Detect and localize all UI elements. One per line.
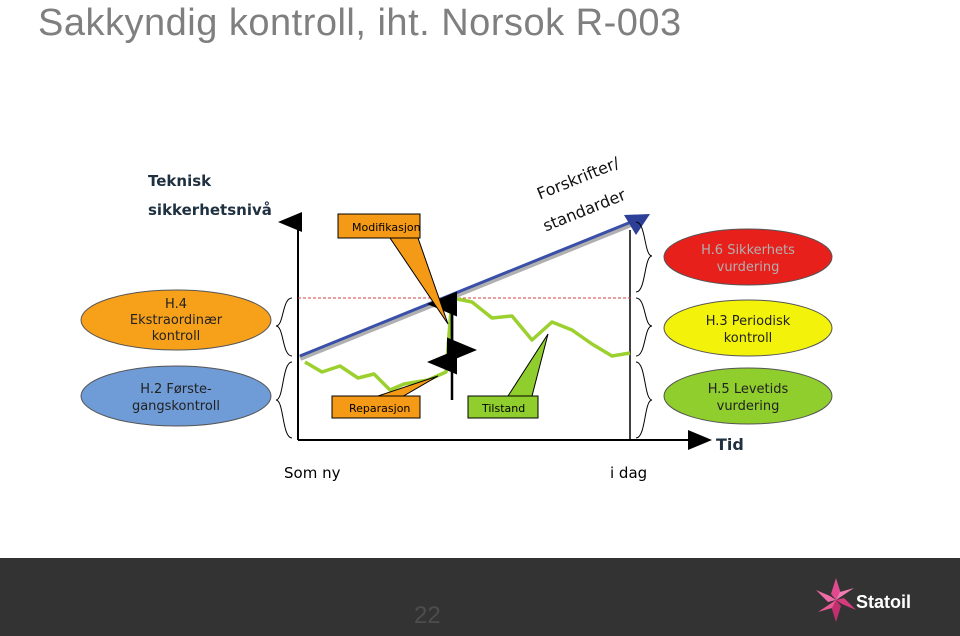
- diagram: Teknisk sikkerhetsnivå Forskrifter/ stan…: [80, 153, 833, 482]
- h4-ellipse: [80, 289, 272, 351]
- x-now-label: i dag: [610, 464, 647, 482]
- modification-callout-label: Modifikasjon: [352, 221, 421, 234]
- regulations-line: [299, 218, 637, 358]
- h2-ellipse: [80, 365, 272, 427]
- h5-ellipse: [663, 367, 833, 425]
- bracket-left-top: [275, 297, 293, 357]
- footer-bar: 22 Statoil: [0, 558, 960, 636]
- repair-callout: [331, 395, 421, 419]
- regulations-arrowhead: [624, 214, 650, 235]
- h6-label-1: H.6 Sikkerhets: [701, 243, 795, 258]
- statoil-logo-text: Statoil: [856, 592, 912, 612]
- repair-callout-pointer: [371, 375, 439, 399]
- statoil-logo: Statoil: [816, 574, 926, 624]
- statoil-star-icon: [816, 578, 856, 622]
- h6-label-2: vurdering: [717, 260, 780, 275]
- condition-callout: [467, 395, 539, 419]
- x-start-label: Som ny: [284, 464, 341, 482]
- h4-label-2: Ekstraordinær: [130, 313, 223, 328]
- x-axis-label: Tid: [716, 435, 744, 454]
- h2-label-2: gangskontroll: [132, 399, 220, 414]
- h3-label-1: H.3 Periodisk: [706, 314, 791, 329]
- bracket-right-bottom: [635, 361, 653, 439]
- h3-ellipse: [663, 299, 833, 357]
- condition-callout-pointer: [507, 333, 549, 397]
- bracket-left-bottom: [275, 361, 293, 439]
- h6-ellipse: [663, 228, 833, 286]
- bracket-right-mid: [635, 297, 653, 357]
- bracket-right-top: [635, 221, 653, 293]
- h4-label-1: H.4: [165, 297, 187, 312]
- modification-callout: [337, 213, 421, 239]
- h4-label-3: kontroll: [152, 329, 201, 344]
- repair-callout-label: Reparasjon: [349, 402, 410, 415]
- regulations-line-shadow: [298, 219, 638, 361]
- h5-label-1: H.5 Levetids: [708, 382, 789, 397]
- h2-label-1: H.2 Første-: [140, 382, 212, 397]
- h3-label-2: kontroll: [724, 331, 773, 346]
- page-number: 22: [414, 602, 441, 629]
- h5-label-2: vurdering: [717, 399, 780, 414]
- condition-line: [304, 296, 631, 392]
- y-axis-label-1: Teknisk: [148, 172, 212, 190]
- page-title: Sakkyndig kontroll, iht. Norsok R-003: [38, 2, 682, 44]
- condition-callout-label: Tilstand: [481, 402, 525, 415]
- y-axis-label-2: sikkerhetsnivå: [148, 201, 272, 219]
